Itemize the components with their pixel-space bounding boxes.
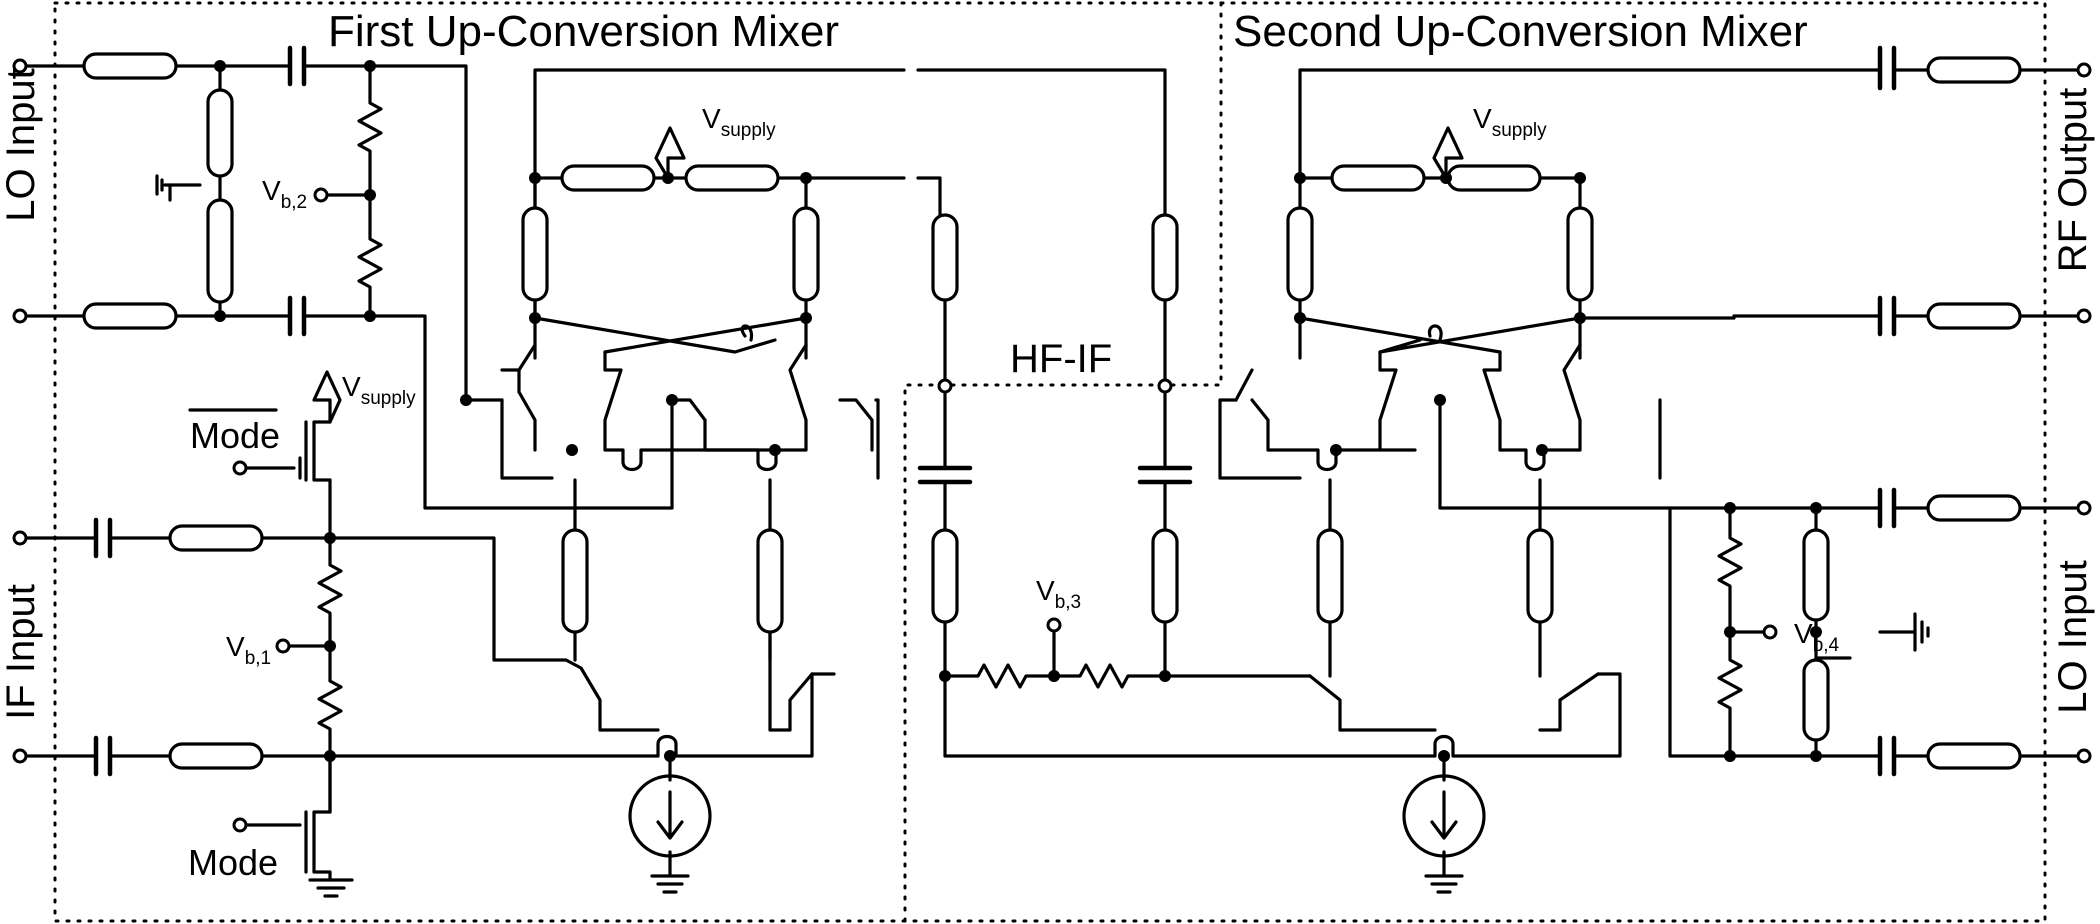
tline <box>1446 164 1542 192</box>
output-lo-network-right <box>1717 45 2082 777</box>
first-mixer-title: First Up-Conversion Mixer <box>328 7 839 56</box>
second-mixer-title: Second Up-Conversion Mixer <box>1233 7 1808 56</box>
tline <box>561 528 589 634</box>
if-input-network <box>24 370 836 898</box>
rf-output-label: RF Output <box>2051 88 2095 273</box>
vb1-label: Vb,1 <box>226 631 271 669</box>
hf-if-label: HF-IF <box>1010 337 1112 381</box>
current-source-icon <box>628 774 712 858</box>
tline <box>206 198 234 304</box>
tline <box>1802 528 1830 622</box>
tline <box>931 528 959 624</box>
tline <box>1286 206 1314 302</box>
vb3-label: Vb,3 <box>1036 575 1081 613</box>
tline <box>1526 528 1554 624</box>
if-input-label: IF Input <box>0 584 43 720</box>
tline <box>1151 528 1179 624</box>
vsupply-label-first: Vsupply <box>702 103 776 141</box>
region-borders <box>53 1 2047 923</box>
tline <box>1151 213 1179 302</box>
tline <box>1330 164 1426 192</box>
tline <box>1926 302 2022 330</box>
first-mixer-core <box>500 68 1167 894</box>
tline <box>168 742 264 770</box>
tline <box>756 528 784 634</box>
vsupply-label-left: Vsupply <box>342 371 416 409</box>
tline <box>82 52 178 80</box>
tline <box>82 302 178 330</box>
tline <box>792 206 820 302</box>
tline <box>1926 494 2022 522</box>
mode-bar-label: Mode <box>190 415 280 456</box>
tline <box>684 164 780 192</box>
lo-input-left-label: LO Input <box>0 68 43 221</box>
tline <box>168 524 264 552</box>
second-mixer-core <box>1218 68 1930 894</box>
tline <box>1316 528 1344 624</box>
vsupply-label-second: Vsupply <box>1473 103 1547 141</box>
tline <box>1566 206 1594 302</box>
tline <box>206 88 234 178</box>
tline <box>560 164 656 192</box>
vb4-label: Vb,4 <box>1794 618 1840 656</box>
lo-input-network-left <box>24 45 674 510</box>
vb2-label: Vb,2 <box>262 175 307 213</box>
tline <box>931 213 959 302</box>
tline <box>1802 658 1830 742</box>
lo-input-right-label: LO Input <box>2051 560 2095 713</box>
mode-label: Mode <box>188 842 278 883</box>
tline <box>1926 742 2022 770</box>
tline <box>1926 56 2022 84</box>
current-source-icon <box>1402 774 1486 858</box>
tline <box>521 206 549 302</box>
open-terminals <box>12 58 2092 833</box>
junction-dots <box>214 60 1822 762</box>
transmission-lines <box>82 52 2022 770</box>
